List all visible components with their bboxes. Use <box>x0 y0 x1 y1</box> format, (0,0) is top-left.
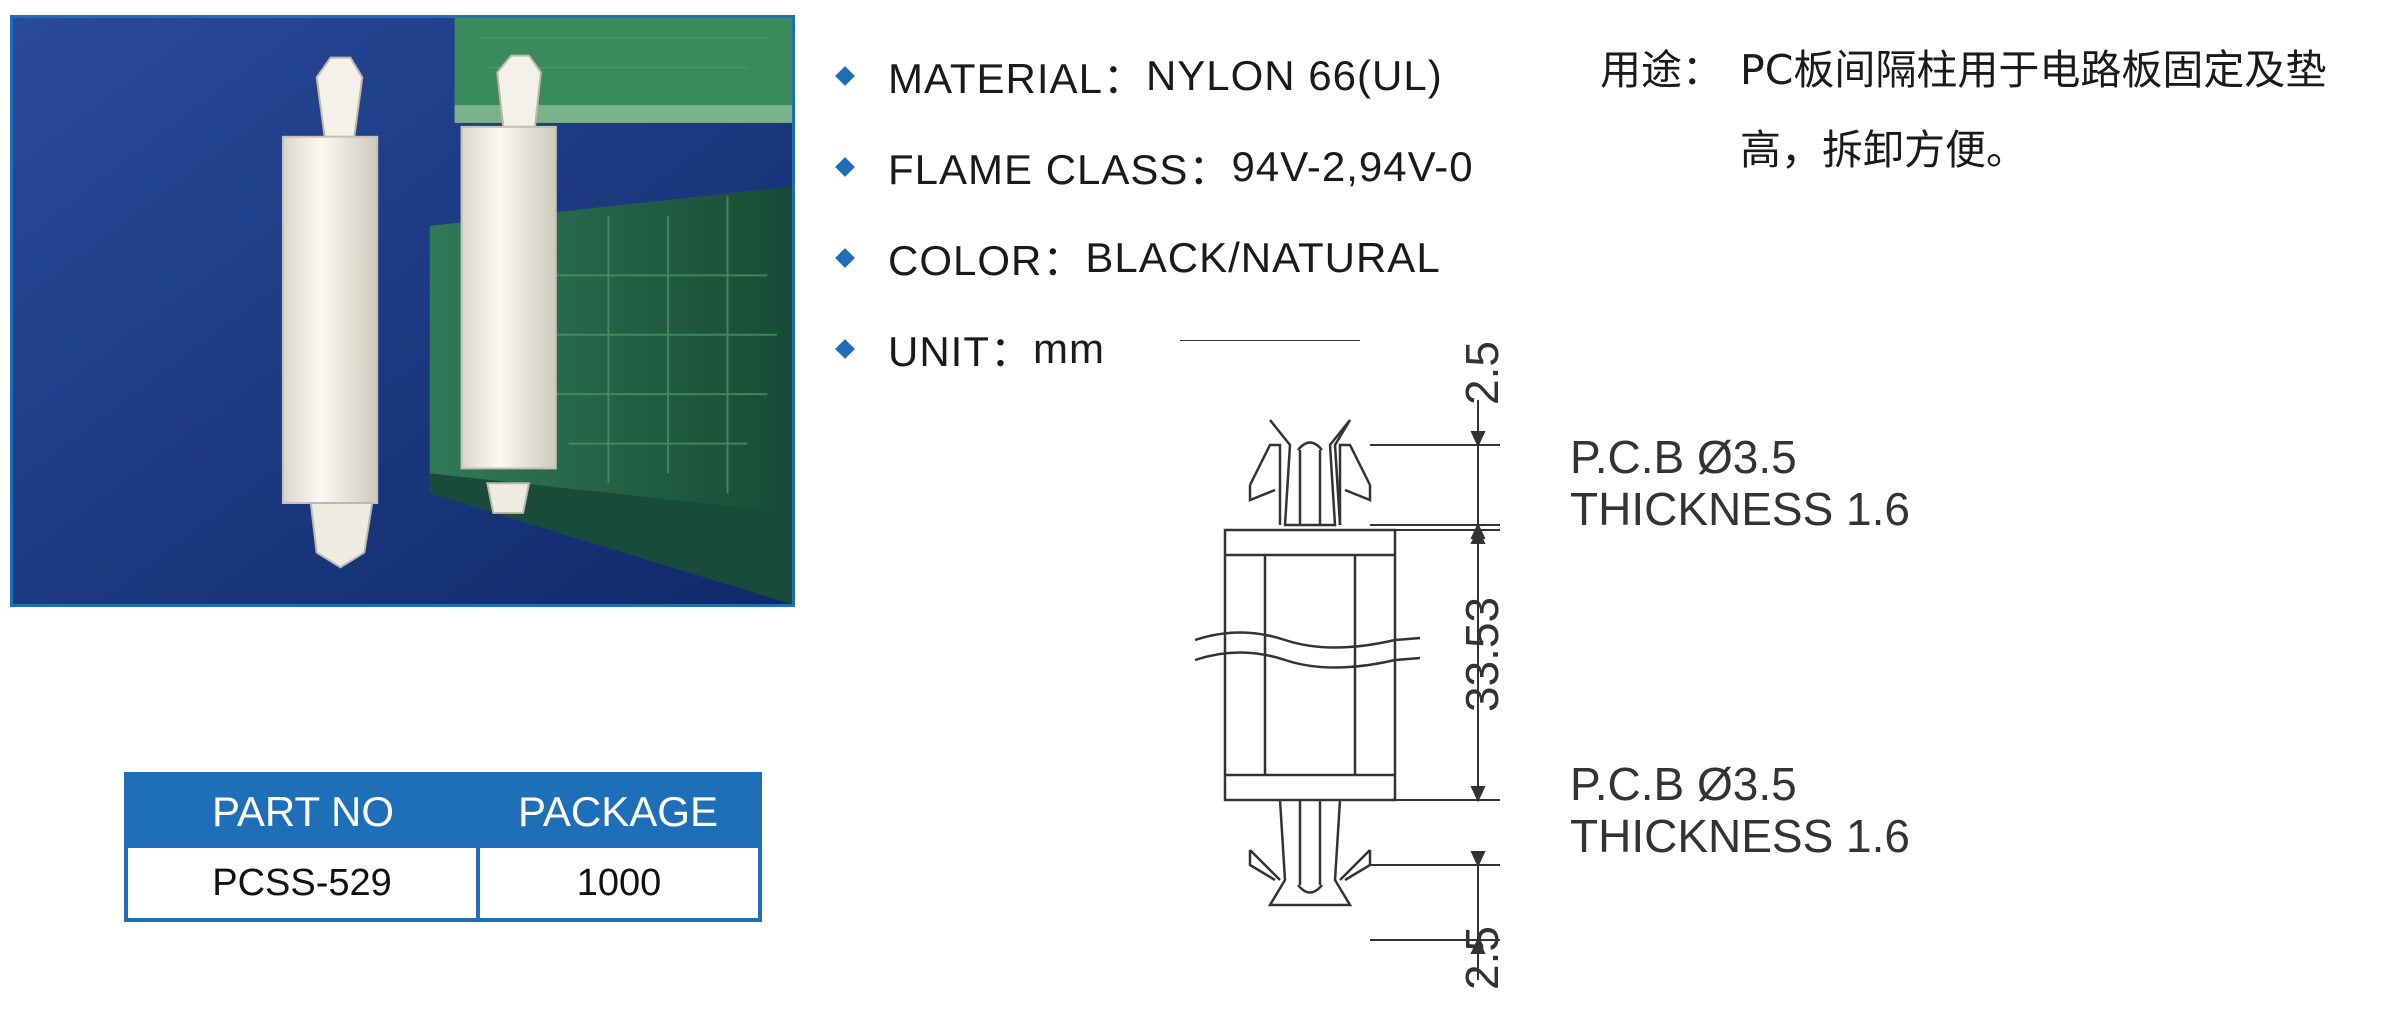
spec-value: NYLON 66(UL) <box>1145 51 1443 99</box>
diamond-bullet-icon <box>835 338 855 359</box>
spec-value: 94V-2,94V-0 <box>1231 142 1474 190</box>
dim-top-label: 2.5 <box>1456 341 1508 405</box>
technical-drawing: 2.5 33.53 2.5 P.C.B Ø3.5 THICKNESS 1.6 P… <box>1180 340 1960 990</box>
part-table: PART NO PACKAGE PCSS-529 1000 <box>124 772 762 922</box>
usage-label: 用途： <box>1600 46 1723 94</box>
table-row: PCSS-529 1000 <box>126 848 760 920</box>
header-part-no: PART NO <box>126 774 478 848</box>
cell-part-no: PCSS-529 <box>212 861 392 904</box>
diamond-bullet-icon <box>835 65 855 86</box>
spec-value: BLACK/NATURAL <box>1085 233 1441 281</box>
spec-unit: UNIT： mm <box>835 303 1474 394</box>
spec-label: MATERIAL： <box>888 55 1146 102</box>
spec-color: COLOR： BLACK/NATURAL <box>835 212 1474 303</box>
product-photo-illustration <box>13 18 792 604</box>
dim-bottom-label: 2.5 <box>1456 926 1508 990</box>
spec-flame-class: FLAME CLASS： 94V-2,94V-0 <box>835 121 1474 212</box>
cell-package: 1000 <box>476 848 760 920</box>
spacer-drawing: 2.5 33.53 2.5 P.C.B Ø3.5 THICKNESS 1.6 P… <box>1180 340 1910 990</box>
pcb-bottom-line2: THICKNESS 1.6 <box>1570 810 1910 862</box>
pcb-bottom-line1: P.C.B Ø3.5 <box>1570 758 1797 810</box>
spec-label: FLAME CLASS： <box>888 146 1232 193</box>
diamond-bullet-icon <box>835 247 855 268</box>
spec-list: MATERIAL： NYLON 66(UL) FLAME CLASS： 94V-… <box>835 30 1474 394</box>
usage-text: PC板间隔柱用于电路板固定及垫高，拆卸方便。 <box>1740 46 2327 174</box>
pcb-top-line1: P.C.B Ø3.5 <box>1570 431 1797 483</box>
diamond-bullet-icon <box>835 156 855 177</box>
spec-label: UNIT： <box>888 328 1033 375</box>
header-package: PACKAGE <box>478 774 760 848</box>
top-clip-outline <box>1269 419 1352 527</box>
table-header-row: PART NO PACKAGE <box>126 774 760 848</box>
spec-material: MATERIAL： NYLON 66(UL) <box>835 30 1474 121</box>
pcb-top-line2: THICKNESS 1.6 <box>1570 483 1910 535</box>
product-photo <box>10 15 795 607</box>
dim-mid-label: 33.53 <box>1456 597 1508 712</box>
spacer-body <box>1223 528 1397 802</box>
spec-label: COLOR： <box>888 237 1086 284</box>
bottom-clip-outline <box>1267 799 1353 907</box>
spec-value: mm <box>1033 324 1105 372</box>
